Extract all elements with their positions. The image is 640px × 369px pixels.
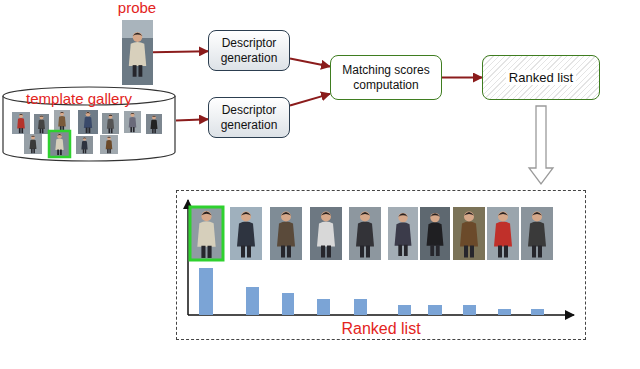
process-box: Descriptor generation xyxy=(208,30,290,71)
node-label: template gallery xyxy=(26,90,132,107)
connector-arrow xyxy=(442,77,482,79)
output-box: Ranked list xyxy=(482,55,600,100)
node-label: Matching scores computation xyxy=(337,63,435,92)
ranked-thumbnails xyxy=(190,207,553,260)
x-axis xyxy=(188,314,574,316)
connector-arrow xyxy=(153,50,208,53)
flow-arrow xyxy=(529,106,553,184)
score-bars xyxy=(199,268,544,315)
probe-image: probe xyxy=(122,20,153,85)
gallery-cylinder: template gallery xyxy=(2,86,176,162)
process-box: Descriptor generation xyxy=(208,97,290,138)
node-label: Ranked list xyxy=(341,320,420,338)
node-label: probe xyxy=(102,0,172,17)
node-label: Ranked list xyxy=(506,70,576,85)
ranked-list-panel: Ranked list xyxy=(176,190,586,340)
connector-arrow xyxy=(290,59,330,67)
node-label: Descriptor generation xyxy=(215,36,283,65)
connector-arrow xyxy=(176,119,208,120)
node-label: Descriptor generation xyxy=(215,103,283,132)
process-box: Matching scores computation xyxy=(330,55,442,100)
probe-photo xyxy=(122,20,153,85)
connector-arrow xyxy=(290,94,330,106)
